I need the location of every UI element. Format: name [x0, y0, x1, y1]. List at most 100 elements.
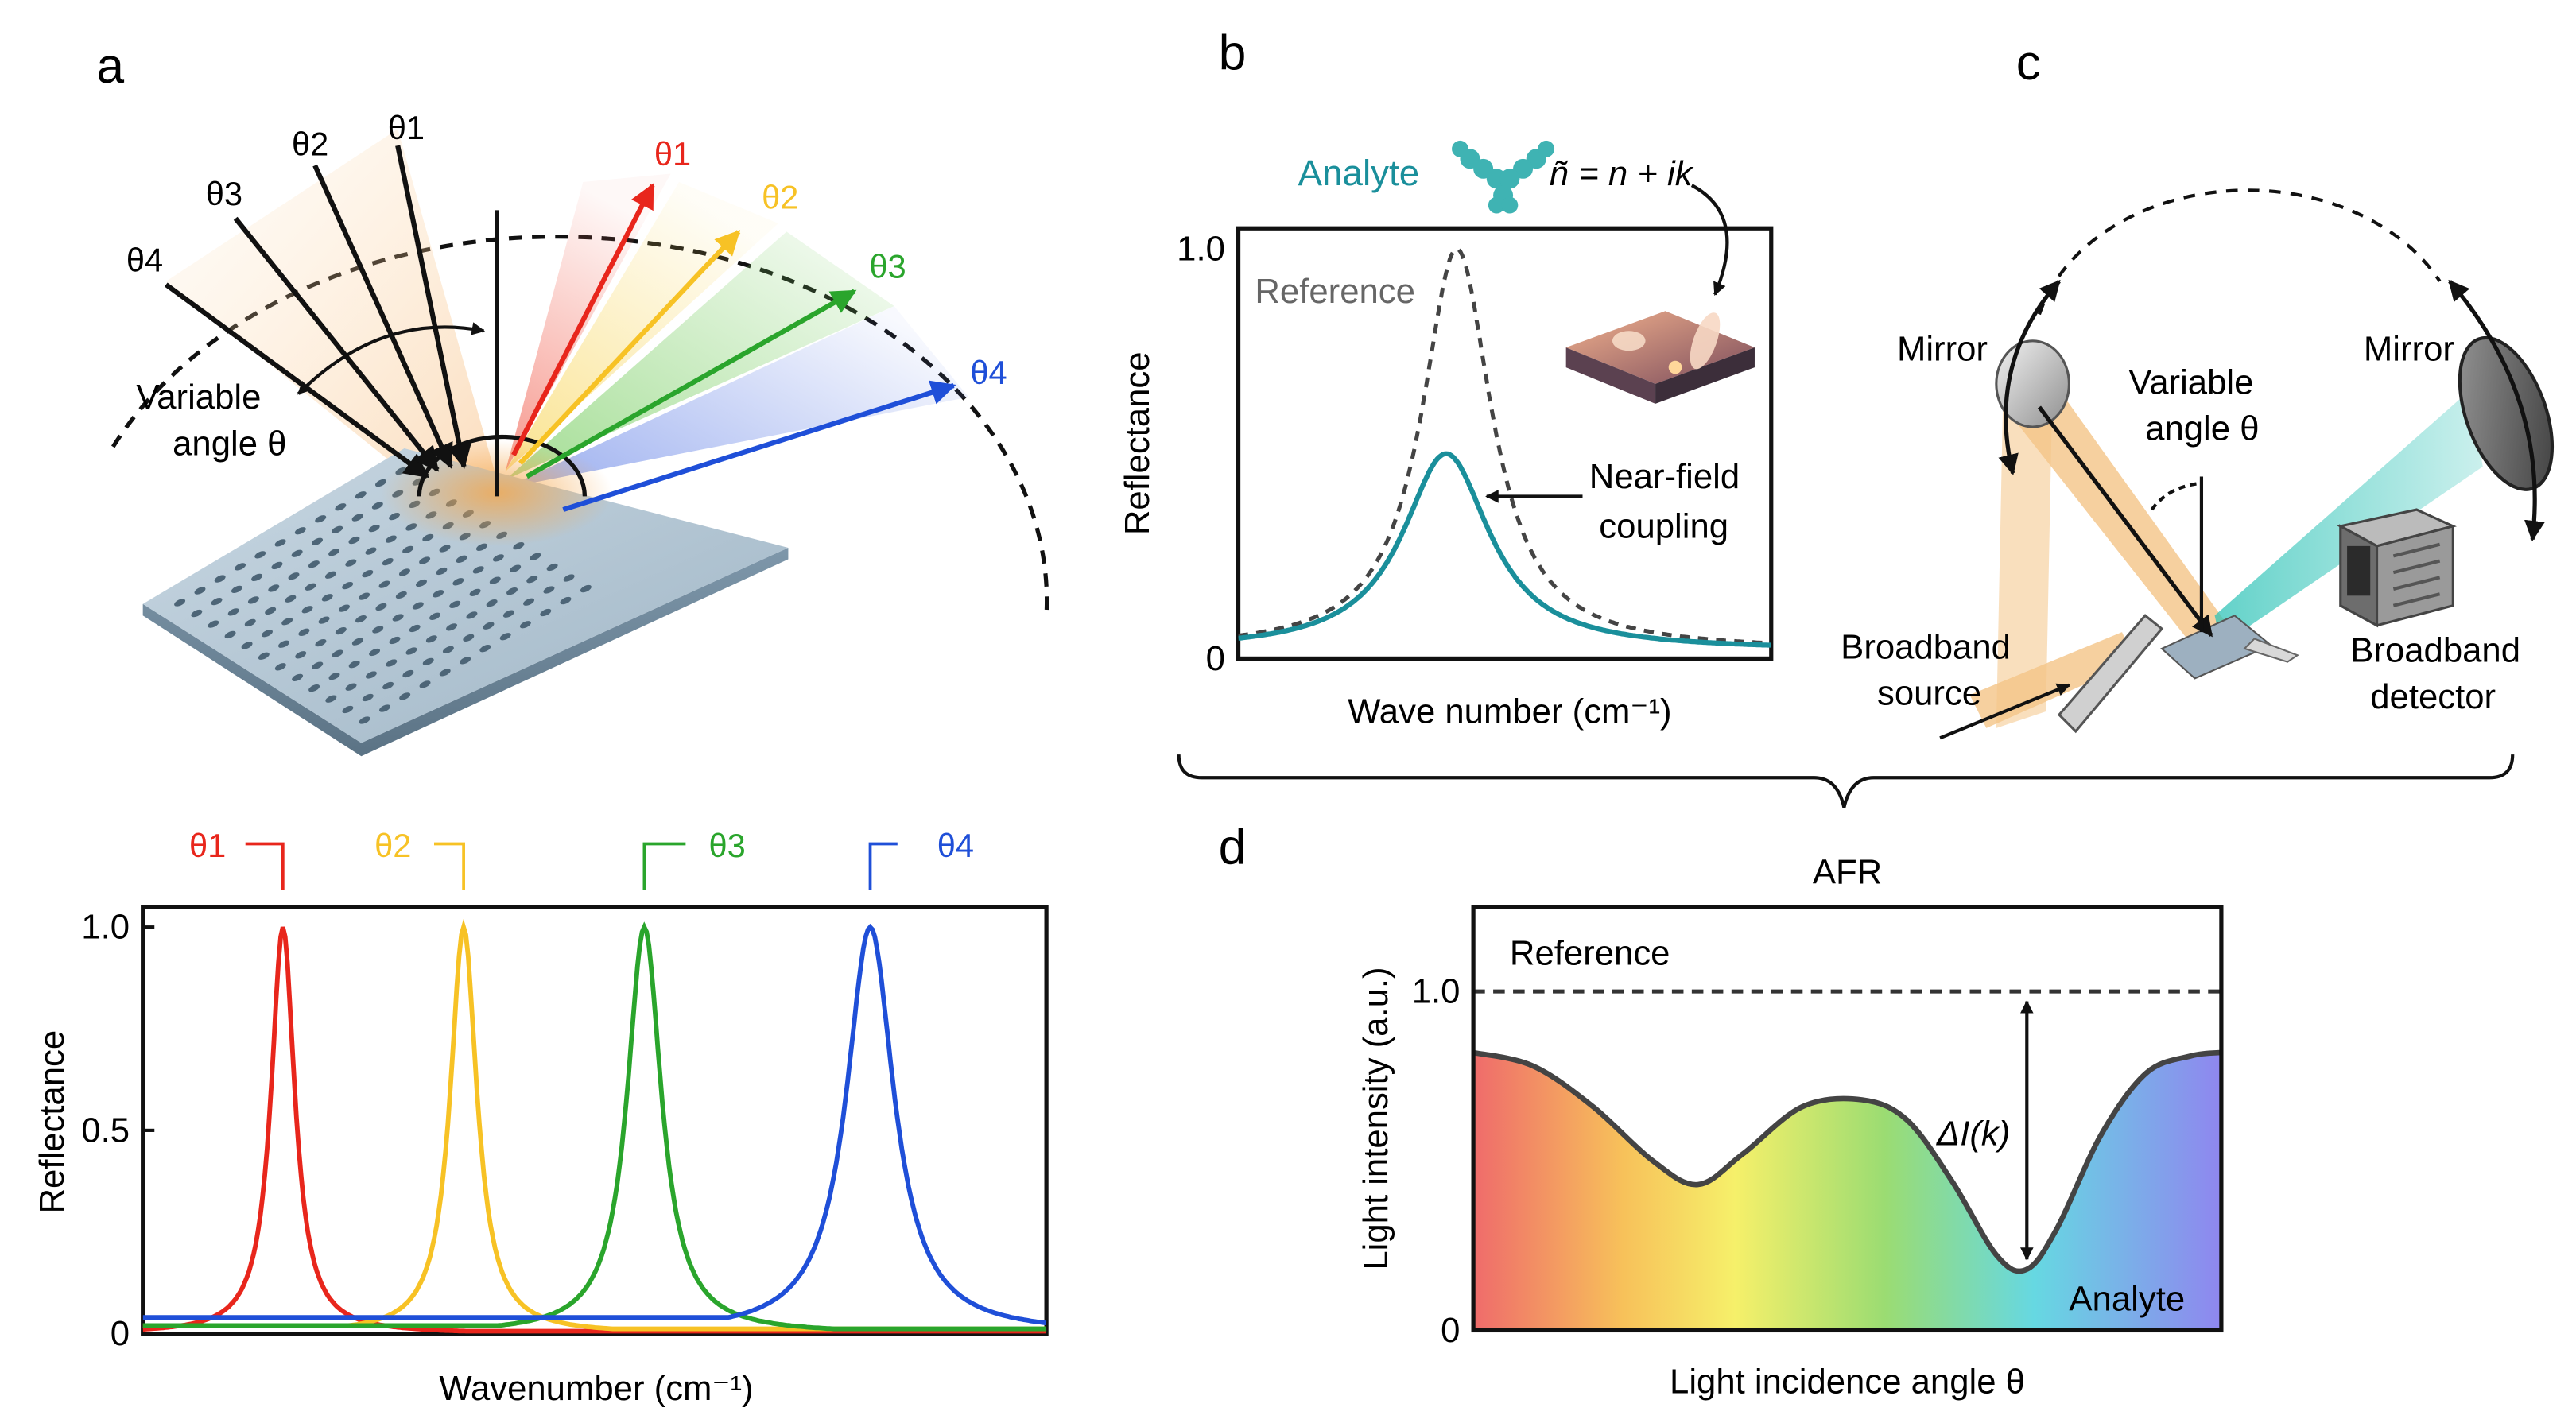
peak-brackets	[245, 842, 898, 890]
panel-c-dashed-arc	[2037, 188, 2442, 316]
metasurface-hole	[291, 549, 303, 557]
reflected-ray-theta2	[518, 230, 741, 465]
metasurface-hole	[324, 571, 336, 579]
metasurface-hole	[365, 547, 377, 555]
metasurface-hole	[335, 503, 347, 511]
metasurface-hole	[483, 622, 495, 630]
metasurface-hole	[526, 576, 538, 584]
variable-angle-label-2: angle θ	[173, 424, 286, 463]
incident-ray-theta2	[312, 164, 453, 469]
y-tick-label: 0	[111, 1314, 130, 1353]
sensor-chip-icon	[1565, 311, 1755, 404]
metasurface-hole	[312, 661, 324, 669]
reflected-ray-theta4	[562, 380, 956, 513]
metasurface-hole	[345, 683, 357, 691]
metasurface-hole	[398, 568, 410, 576]
broadband-detector-icon	[2337, 508, 2457, 628]
metasurface-hole	[523, 598, 535, 606]
series-line-Analyte	[1238, 451, 1771, 648]
chart-d-area	[1473, 989, 2221, 1331]
metasurface-hole	[519, 621, 531, 629]
chart-b-ticks: 01.0	[1177, 230, 1225, 678]
source-label-2: source	[1877, 674, 1981, 713]
y-tick-label: 1.0	[81, 908, 130, 947]
metasurface-hole	[298, 628, 310, 636]
metasurface-hole	[442, 646, 454, 654]
reflected-label-theta1: θ1	[654, 135, 691, 173]
metasurface-hole	[301, 606, 313, 614]
variable-angle-label-c2: angle θ	[2145, 409, 2259, 448]
metasurface-hole	[492, 554, 504, 562]
metasurface-hole	[359, 592, 370, 600]
metasurface-hole	[285, 595, 297, 603]
metasurface-hole	[425, 635, 437, 643]
peak-label-theta4: θ4	[937, 827, 974, 864]
metasurface-hole	[355, 615, 367, 623]
metasurface-hole	[332, 525, 343, 533]
metasurface-hole	[372, 626, 384, 634]
incident-label-theta4: θ4	[126, 241, 163, 278]
metasurface-hole	[321, 594, 333, 602]
chart-a-frame	[141, 905, 1049, 1336]
metasurface-hole	[368, 524, 380, 533]
metasurface-hole	[446, 623, 458, 631]
panel-a-letter: a	[96, 38, 124, 94]
metasurface-hole	[369, 648, 381, 657]
metasurface-hole	[348, 536, 360, 545]
metasurface-hole	[449, 600, 461, 608]
metasurface-hole	[359, 716, 370, 724]
variable-angle-label-1: Variable	[136, 378, 261, 417]
metasurface-hole	[342, 581, 354, 590]
broadband-source-icon	[2057, 614, 2164, 734]
metasurface-hole	[439, 545, 451, 553]
detector-label-2: detector	[2370, 677, 2496, 716]
nearfield-label-2: coupling	[1599, 506, 1728, 545]
metasurface-hole	[315, 638, 327, 647]
chart-b-frame	[1236, 226, 1774, 661]
panel-b-letter: b	[1219, 25, 1247, 80]
metasurface-hole	[499, 633, 511, 641]
analyte-molecule-icon	[1452, 140, 1555, 214]
metasurface-hole	[389, 636, 401, 645]
panel-c: c Mir	[1841, 35, 2555, 740]
chart-b-xlabel: Wave number (cm⁻¹)	[1348, 692, 1671, 731]
metasurface-hole	[502, 610, 514, 618]
metasurface-hole	[486, 599, 498, 607]
chart-d-ylabel: Light intensity (a.u.)	[1356, 967, 1395, 1270]
metasurface-hole	[385, 535, 397, 543]
beam-path-arrow	[2037, 405, 2213, 638]
metasurface-hole	[335, 626, 347, 635]
panel-a: a θ4 θ3 θ2 θ1	[96, 38, 1049, 757]
mirror-right-label: Mirror	[2364, 330, 2454, 369]
metasurface-hole	[416, 579, 427, 587]
chart-a-xlabel: Wavenumber (cm⁻¹)	[439, 1369, 753, 1408]
metasurface-hole	[456, 555, 467, 563]
peak-bracket-θ2	[434, 842, 465, 890]
analyte-curve	[1473, 1049, 2221, 1274]
metasurface-plate	[142, 448, 789, 743]
metasurface-hole	[469, 588, 481, 596]
incident-label-theta1: θ1	[388, 109, 425, 146]
chart-b-curves	[1238, 246, 1771, 648]
metasurface-hole	[460, 657, 471, 665]
metasurface-hole	[224, 630, 236, 639]
metasurface-hole	[214, 575, 226, 583]
metasurface-hole	[247, 596, 259, 604]
metasurface-hole	[274, 663, 286, 671]
metasurface-hole	[392, 614, 404, 622]
metasurface-hole	[231, 585, 242, 594]
metasurface-hole	[439, 669, 451, 677]
metasurface-hole	[342, 705, 354, 714]
metasurface-hole	[258, 652, 270, 660]
metasurface-hole	[318, 616, 330, 624]
metasurface-hole	[479, 645, 491, 653]
detector-beam	[2214, 390, 2483, 646]
metasurface-hole	[208, 620, 219, 628]
chart-a-ylabel: Reflectance	[33, 1030, 72, 1214]
metasurface-hole	[265, 607, 277, 615]
metasurface-hole	[402, 669, 414, 678]
reference-label: Reference	[1255, 272, 1415, 311]
metasurface-hole	[281, 618, 293, 626]
metasurface-hole	[371, 502, 383, 510]
detector-input-block	[2243, 638, 2299, 663]
